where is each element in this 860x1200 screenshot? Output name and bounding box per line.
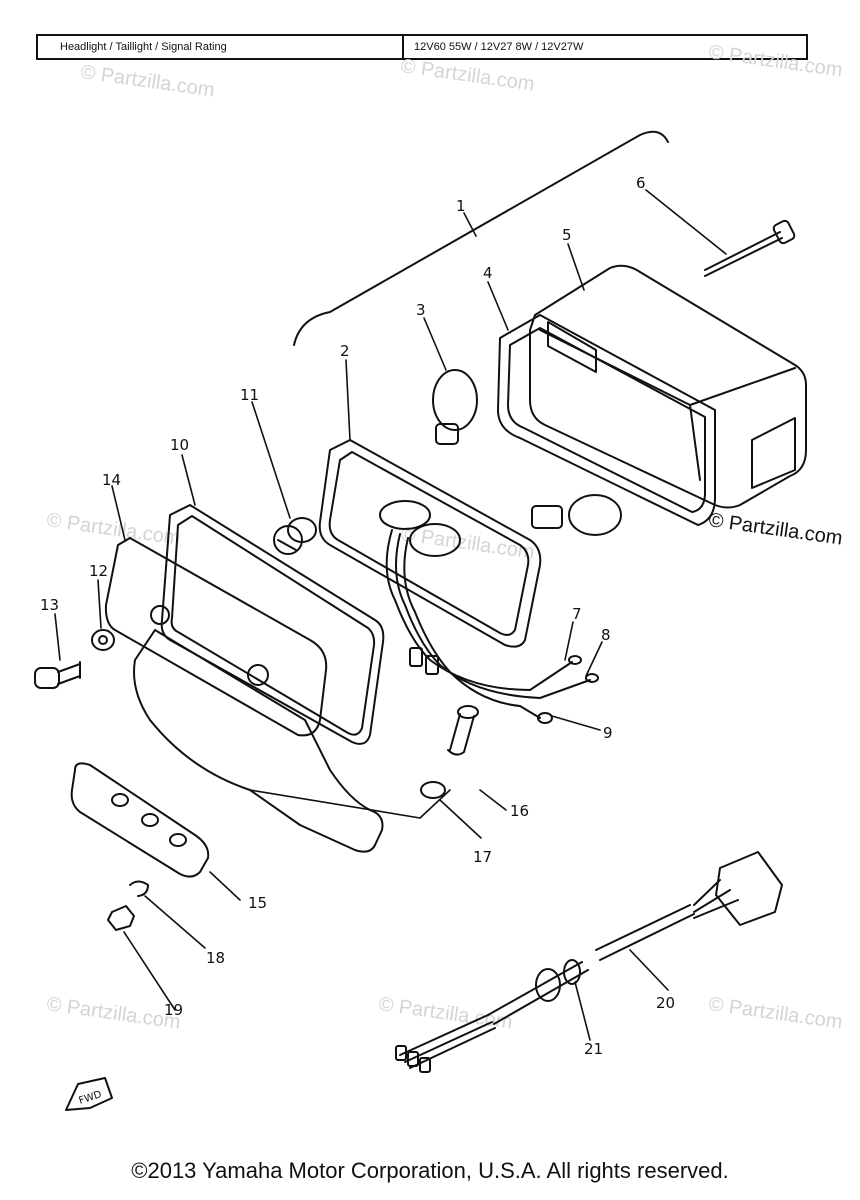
rating-label: Headlight / Taillight / Signal Rating <box>38 36 404 58</box>
callout-9: 9 <box>603 724 613 742</box>
watermark-mid-right: © Partzilla.com <box>707 509 844 550</box>
lens-gasket <box>497 314 716 526</box>
bolt-13 <box>34 661 81 689</box>
license-light <box>70 762 210 878</box>
callout-7: 7 <box>572 605 582 623</box>
watermark-top-left: © Partzilla.com <box>79 61 216 102</box>
base-gasket <box>160 504 385 745</box>
watermark-bottom-center: © Partzilla.com <box>377 993 514 1034</box>
callout-14: 14 <box>102 471 121 489</box>
callout-1: 1 <box>456 197 466 215</box>
callout-16: 16 <box>510 802 529 820</box>
taillight-base <box>104 537 384 853</box>
screw-long <box>704 219 796 277</box>
callout-2: 2 <box>340 342 350 360</box>
fwd-arrow-icon <box>65 1077 113 1111</box>
copyright-notice: ©2013 Yamaha Motor Corporation, U.S.A. A… <box>131 1158 729 1183</box>
callout-17: 17 <box>473 848 492 866</box>
callout-18: 18 <box>206 949 225 967</box>
callout-21: 21 <box>584 1040 603 1058</box>
callout-10: 10 <box>170 436 189 454</box>
callout-8: 8 <box>601 626 611 644</box>
bulb-upper <box>432 369 478 445</box>
callout-5: 5 <box>562 226 572 244</box>
rating-table: Headlight / Taillight / Signal Rating 12… <box>36 34 808 60</box>
wire-harness <box>385 529 599 724</box>
callout-3: 3 <box>416 301 426 319</box>
assembly-bracket <box>293 130 669 346</box>
bulb-holder-plate <box>318 439 542 648</box>
watermarks: © Partzilla.com © Partzilla.com © Partzi… <box>45 41 844 1034</box>
callout-6: 6 <box>636 174 646 192</box>
watermark-bottom-left: © Partzilla.com <box>45 993 182 1034</box>
callout-20: 20 <box>656 994 675 1012</box>
exploded-parts-diagram: © Partzilla.com © Partzilla.com © Partzi… <box>34 41 844 1111</box>
watermark-mid-left: © Partzilla.com <box>45 509 182 550</box>
leader-lines <box>54 189 727 1041</box>
grommet <box>273 517 317 555</box>
harness-grommet <box>535 959 581 1002</box>
callout-12: 12 <box>89 562 108 580</box>
clip-18 <box>129 880 149 897</box>
watermark-top-center: © Partzilla.com <box>399 55 536 96</box>
watermark-bottom-right: © Partzilla.com <box>707 993 844 1034</box>
taillight-lens <box>529 264 807 509</box>
screw-16 <box>447 705 479 756</box>
callout-15: 15 <box>248 894 267 912</box>
callout-4: 4 <box>483 264 493 282</box>
washer-12 <box>91 629 115 651</box>
rating-value: 12V60 55W / 12V27 8W / 12V27W <box>414 41 584 53</box>
washer-17 <box>420 781 446 799</box>
bulb-lower <box>531 494 622 536</box>
watermark-top-right: © Partzilla.com <box>707 41 844 82</box>
callout-19: 19 <box>164 1001 183 1019</box>
lead-harness <box>395 851 783 1073</box>
callout-13: 13 <box>40 596 59 614</box>
callout-11: 11 <box>240 386 259 404</box>
nut-19 <box>107 905 135 931</box>
